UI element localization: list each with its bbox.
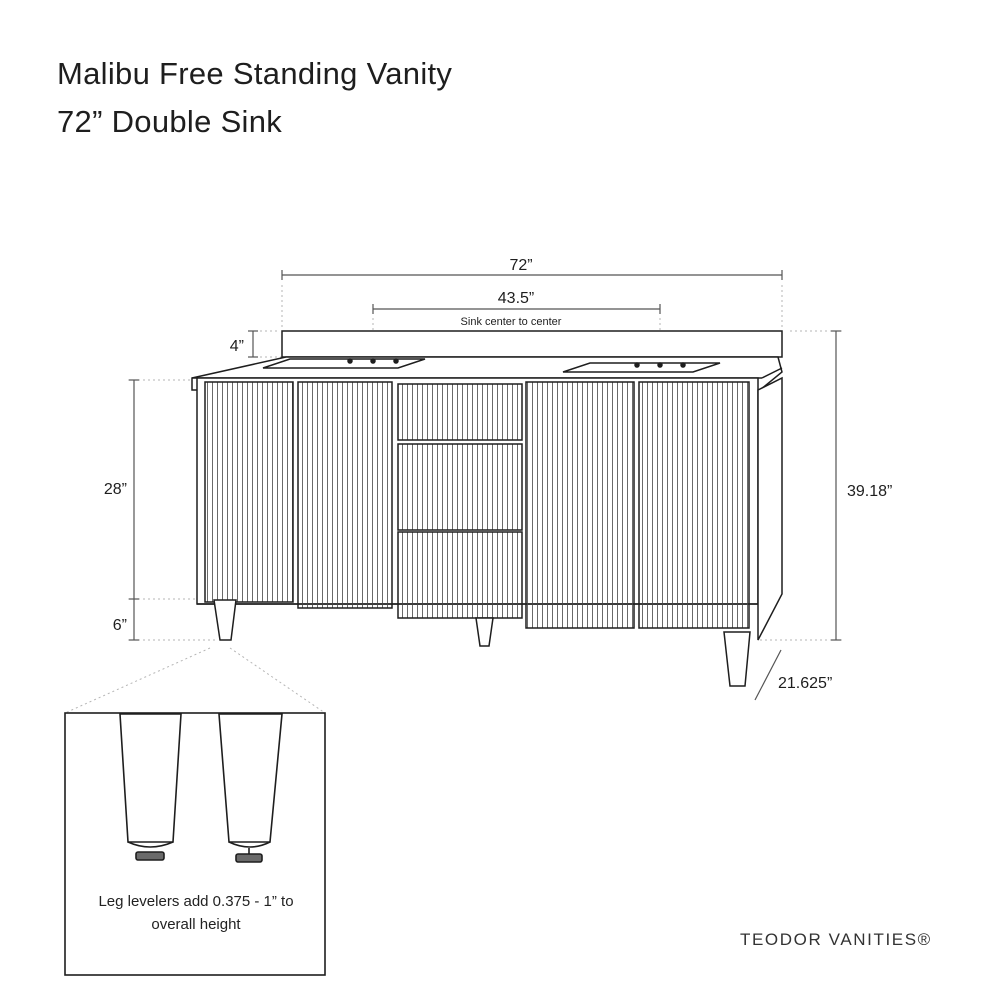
leveler-note-line2: overall height (151, 916, 241, 933)
door-1 (204, 381, 294, 603)
brand-logo: TEODOR VANITIES® (740, 930, 932, 949)
drawer-2 (397, 443, 523, 531)
width-label: 72” (509, 257, 532, 274)
door-4 (638, 381, 750, 629)
backsplash-label: 4” (230, 338, 244, 355)
cabinet-side (757, 376, 783, 641)
depth-label: 21.625” (778, 675, 832, 692)
product-subtitle: 72” Double Sink (57, 104, 283, 139)
cabinet-height-label: 28” (104, 481, 127, 498)
drawer-1 (397, 383, 523, 441)
leveler-note: Leg levelers add 0.375 - 1” to overall h… (66, 890, 326, 936)
detail-leveler-left (135, 851, 165, 861)
door-2 (297, 381, 393, 609)
leg-height-label: 6” (113, 617, 127, 634)
leveler-note-line1: Leg levelers add 0.375 - 1” to (98, 893, 294, 910)
leg-leveler-detail (64, 712, 326, 976)
leg-back-center (475, 617, 494, 647)
detail-leg-right (218, 713, 283, 843)
door-3 (525, 381, 635, 629)
product-title: Malibu Free Standing Vanity (57, 56, 453, 91)
leg-front-left (213, 599, 237, 641)
backsplash (281, 330, 783, 358)
dimension-lines (129, 270, 841, 701)
sink-center-label: 43.5” (498, 290, 534, 307)
leg-front-right (723, 631, 751, 687)
sink-center-note: Sink center to center (461, 316, 562, 328)
detail-leg-left (119, 713, 182, 843)
detail-frame (64, 712, 326, 976)
detail-leveler-right (235, 853, 263, 863)
total-height-label: 39.18” (847, 483, 892, 500)
sink-right (562, 362, 721, 373)
vanity-illustration (191, 330, 783, 687)
drawer-3 (397, 531, 523, 619)
sink-left (262, 358, 426, 369)
